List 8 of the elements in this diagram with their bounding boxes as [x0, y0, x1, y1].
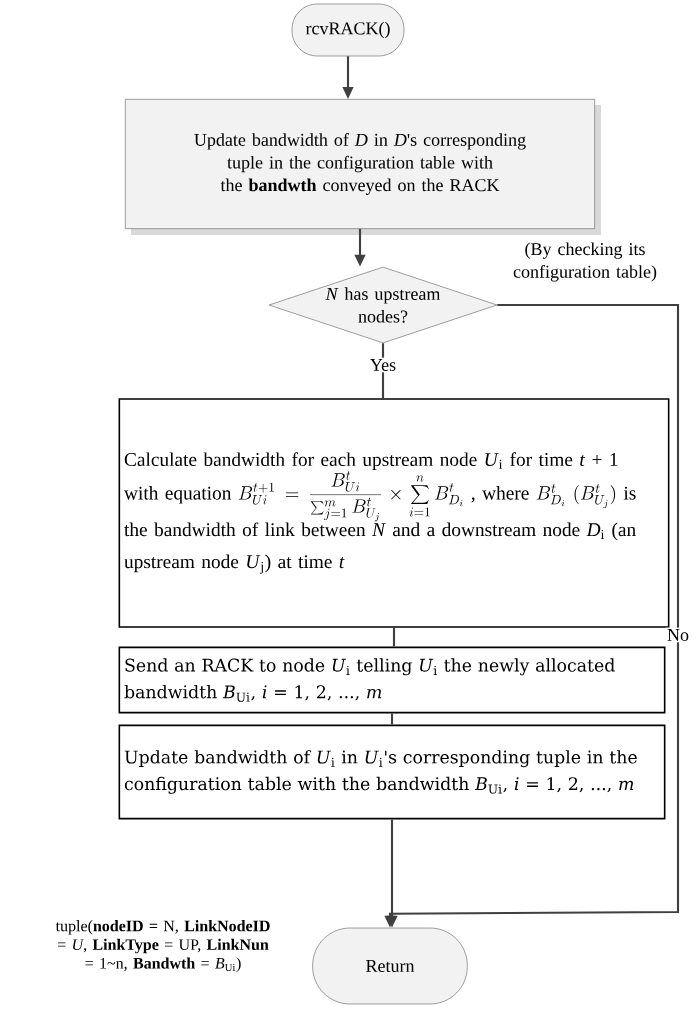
process-box: Update bandwidth of D in D's corresponding tuple in the configuration table with the bandwth conveyed on the RACK [125, 99, 595, 229]
note-text: (By checking its configuration table) [497, 241, 673, 283]
process-box: Calculate bandwidth for each upstream node U$_{i}$ for time t + 1 with equation $B_{Ui}^{t+1}=\frac{B_{Ui}^{t}}{\sum_{j=1}^{m}B_{U_j}^{t}}\times\sum_{i=1}^{n}B_{D_i}^{t}$ , where $B_{D_i}^{t}\ (B_{U_j}^{t})$ is the bandwidth of link between N and a downstream node D$_{i}$ (an upstream node U$_{j}$) at time t [118, 398, 670, 628]
annotation-text: tuple(nodeID = N, LinkNodeID = U, LinkType = UP, LinkNun = 1~n, Bandwth = B$_{Ui}$) [55, 920, 270, 972]
process-box: Update bandwidth of U$_{i}$ in U$_{i}$'s corresponding tuple in the configuration table with the bandwidth B$_{Ui}$, i = 1, 2, ..., m [118, 724, 666, 820]
edge-label: No [665, 627, 691, 643]
process-box: Send an RACK to node U$_{i}$ telling U$_{i}$ the newly allocated bandwidth B$_{Ui}$, i = 1, 2, ..., m [118, 646, 666, 714]
edge-label: Yes [368, 357, 398, 373]
